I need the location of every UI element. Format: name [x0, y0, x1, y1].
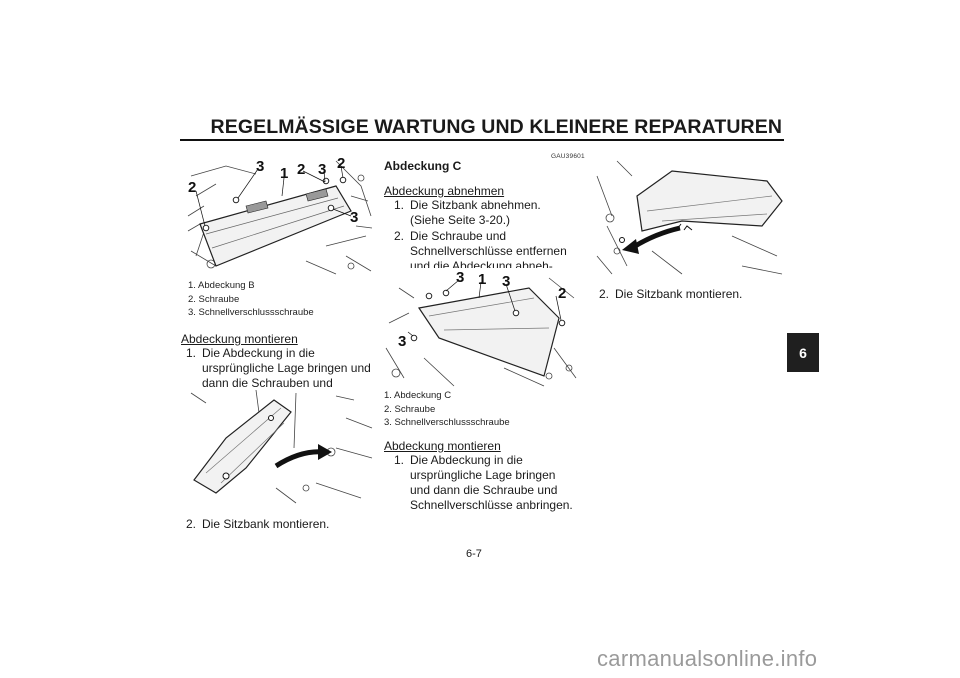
- remove-heading: Abdeckung abnehmen: [384, 184, 505, 198]
- figure-callout: 2: [337, 156, 345, 172]
- step-text: Die Sitzbank abnehmen. (Siehe Seite 3-20…: [410, 198, 541, 227]
- legend-item: 2. Schraube: [384, 403, 436, 415]
- page-header-title: REGELMÄSSIGE WARTUNG UND KLEINERE REPARA…: [210, 116, 782, 138]
- figure-callout: 2: [558, 285, 566, 302]
- figure-legend-middle: 1. Abdeckung C 2. Schraube 3. Schnellver…: [384, 389, 578, 430]
- chapter-tab: 6: [787, 333, 819, 372]
- figure-cover-b: 3 1 2 3 2 2 3: [186, 156, 374, 278]
- step-number: 1.: [394, 453, 405, 467]
- section-title: Abdeckung C: [384, 159, 462, 173]
- step-number: 1.: [394, 198, 405, 212]
- figure-callout: 3: [256, 158, 264, 175]
- figure-callout: 2: [297, 161, 305, 178]
- figure-install-cover-b: [186, 388, 374, 506]
- figure-cover-c: 3 1 3 2 3: [384, 268, 578, 388]
- figure-callout: 3: [456, 269, 464, 286]
- install-step-middle-1: 1. Die Abdeckung in die ursprüngliche La…: [394, 453, 578, 513]
- doc-code: GAU39601: [551, 153, 585, 160]
- legend-item: 1. Abdeckung B: [188, 280, 255, 291]
- step-text: Die Sitzbank montieren.: [615, 287, 743, 301]
- step-number: 2.: [599, 287, 610, 301]
- step-text: Die Sitzbank montieren.: [202, 517, 330, 531]
- step-text: Die Abdeckung in die ursprüngliche Lage …: [410, 453, 573, 512]
- figure-callout: 1: [478, 271, 486, 288]
- install-step-left-2: 2. Die Sitzbank montieren.: [186, 517, 378, 532]
- step-number: 2.: [186, 517, 197, 531]
- install-heading-left: Abdeckung montieren: [181, 332, 298, 346]
- header-rule: [180, 139, 784, 141]
- legend-item: 3. Schnellverschlussschraube: [188, 307, 314, 318]
- figure-install-cover-c: [592, 156, 784, 278]
- legend-item: 1. Abdeckung C: [384, 390, 452, 401]
- figure-callout: 1: [280, 165, 288, 182]
- figure-legend-left: 1. Abdeckung B 2. Schraube 3. Schnellver…: [188, 279, 378, 320]
- page-number: 6-7: [466, 548, 482, 560]
- figure-callout: 3: [502, 273, 510, 290]
- remove-step-1: 1. Die Sitzbank abnehmen. (Siehe Seite 3…: [394, 198, 578, 228]
- figure-callout: 3: [318, 161, 326, 178]
- figure-callout: 3: [350, 209, 358, 226]
- legend-item: 3. Schnellverschlussschraube: [384, 417, 510, 428]
- step-number: 2.: [394, 229, 405, 243]
- install-heading-middle: Abdeckung montieren: [384, 439, 501, 453]
- figure-callout: 3: [398, 333, 406, 350]
- step-number: 1.: [186, 346, 197, 360]
- install-step-right-2: 2. Die Sitzbank montieren.: [599, 287, 783, 302]
- legend-item: 2. Schraube: [188, 293, 240, 305]
- watermark: carmanualsonline.info: [597, 646, 818, 671]
- figure-callout: 2: [188, 179, 196, 196]
